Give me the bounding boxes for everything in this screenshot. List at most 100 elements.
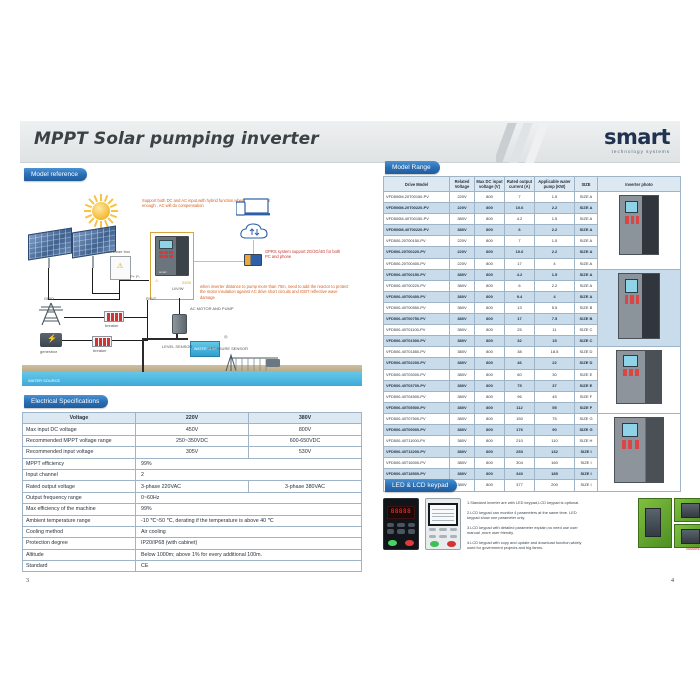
model-name-cell: VFD500-40T13200-PV bbox=[383, 446, 450, 459]
spec-row-value: 600-650VDC bbox=[248, 434, 362, 448]
led-keypad-keys bbox=[386, 522, 416, 541]
ac-motor-label: AC MOTOR AND PUMP bbox=[190, 306, 234, 311]
spec-row-key: MPPT efficiency bbox=[22, 457, 136, 470]
panel-leg-left bbox=[48, 258, 50, 268]
size-cell: SIZE A bbox=[574, 257, 598, 270]
model-name-cell: VFD500-40T16000-PV bbox=[383, 457, 450, 470]
related-voltage-cell: 380V bbox=[449, 301, 475, 315]
size-cell: SIZE G bbox=[574, 423, 598, 437]
rated-current-cell: 9.4 bbox=[504, 290, 535, 303]
size-cell: SIZE A bbox=[574, 190, 598, 204]
rated-current-cell: 38 bbox=[504, 346, 535, 359]
max-dc-voltage-cell: 800 bbox=[474, 479, 505, 492]
spec-row-key: Recommended MPPT voltage range bbox=[22, 434, 136, 448]
led-run-button[interactable] bbox=[388, 539, 397, 546]
pump-power-cell: 185 bbox=[534, 468, 575, 481]
pump-power-cell: 37 bbox=[534, 379, 575, 392]
inverter-photo-cell bbox=[597, 346, 681, 414]
rated-current-cell: 32 bbox=[504, 335, 535, 348]
related-voltage-cell: 380V bbox=[449, 457, 475, 470]
model-name-cell: VFD500-40T03000-PV bbox=[383, 368, 450, 381]
spec-row-value: IP20/IP68 (with cabinet) bbox=[135, 537, 362, 550]
keypad-note-item: 3.LCD keypad with detailed parameter exp… bbox=[467, 524, 578, 535]
spec-row-value: 250~350VDC bbox=[135, 434, 249, 448]
size-cell: SIZE D bbox=[574, 346, 598, 359]
led-stop-button[interactable] bbox=[405, 539, 414, 546]
pump-power-cell: 15 bbox=[534, 335, 575, 348]
rated-current-cell: 6 bbox=[504, 224, 535, 237]
rated-current-cell: 60 bbox=[504, 368, 535, 381]
pump-power-cell: 55 bbox=[534, 401, 575, 414]
related-voltage-cell: 380V bbox=[449, 346, 475, 359]
size-cell: SIZE C bbox=[574, 324, 598, 337]
rated-current-cell: 25 bbox=[504, 324, 535, 337]
spec-row-value: 99% bbox=[135, 457, 362, 470]
max-dc-voltage-cell: 800 bbox=[474, 390, 505, 403]
generator-label: generator bbox=[40, 349, 58, 354]
model-col-header: SIZE bbox=[574, 176, 598, 192]
rated-current-cell: 10.6 bbox=[504, 246, 535, 259]
related-voltage-cell: 380V bbox=[449, 423, 475, 437]
size-cell: SIZE H bbox=[574, 435, 598, 448]
model-name-cell: VFD500-40T00400-PV bbox=[383, 290, 450, 303]
inverter-keypad bbox=[159, 251, 174, 259]
size-cell: SIZE G bbox=[574, 412, 598, 425]
pump-power-cell: 75 bbox=[534, 412, 575, 425]
spec-row-value: 3-phase 220VAC bbox=[135, 480, 249, 493]
inverter-brand-text: smart bbox=[159, 270, 167, 274]
combiner-box-label: combiner box bbox=[106, 249, 131, 254]
rated-current-cell: 13 bbox=[504, 301, 535, 315]
pump-power-cell: 7.5 bbox=[534, 313, 575, 326]
model-col-header: Related Voltage bbox=[449, 176, 475, 192]
grid-label: GRID bbox=[44, 296, 54, 301]
size-cell: SIZE E bbox=[574, 368, 598, 381]
pump-power-cell: 4 bbox=[534, 257, 575, 270]
lcd-run-button[interactable] bbox=[430, 540, 439, 547]
related-voltage-cell: 380V bbox=[449, 368, 475, 381]
pump-power-cell: 4 bbox=[534, 290, 575, 303]
spec-row-value: 2 bbox=[135, 468, 362, 482]
keypad-note-item: 4.LCD keypad with copy and update and do… bbox=[467, 539, 582, 550]
spec-row-key: Voltage bbox=[22, 411, 136, 425]
max-dc-voltage-cell: 800 bbox=[474, 346, 505, 359]
max-dc-voltage-cell: 800 bbox=[474, 257, 505, 270]
model-name-cell: VFD500-20T00400-PV bbox=[383, 257, 450, 270]
model-name-cell: VFD500-40T00750-PV bbox=[383, 313, 450, 326]
inverter-photo bbox=[619, 195, 659, 255]
max-dc-voltage-cell: 800 bbox=[474, 235, 505, 248]
lcd-stop-button[interactable] bbox=[447, 540, 456, 547]
related-voltage-cell: 380V bbox=[449, 324, 475, 337]
spec-row-value: 0~60Hz bbox=[135, 491, 362, 505]
max-dc-voltage-cell: 800 bbox=[474, 412, 505, 425]
panel-leg-right bbox=[92, 256, 94, 268]
breaker-generator-label: breaker bbox=[93, 348, 107, 353]
spec-row-value: 99% bbox=[135, 503, 362, 516]
size-cell: SIZE A bbox=[574, 246, 598, 259]
photo-panel-3 bbox=[674, 524, 700, 548]
related-voltage-cell: 380V bbox=[449, 357, 475, 370]
warning-triangle-icon: ⚠ bbox=[155, 278, 159, 283]
inverter-photo-cell bbox=[597, 268, 681, 348]
keypad-section: 88888 1.Standard inverter are wit bbox=[383, 494, 700, 556]
pivot-irrigation-icon bbox=[222, 351, 282, 372]
pump-power-cell: 1.5 bbox=[534, 268, 575, 281]
wire-motor-feed bbox=[179, 298, 180, 314]
related-voltage-cell: 220V bbox=[449, 190, 475, 204]
spec-row-value: Below 1000m; above 1% for every addition… bbox=[135, 548, 362, 562]
